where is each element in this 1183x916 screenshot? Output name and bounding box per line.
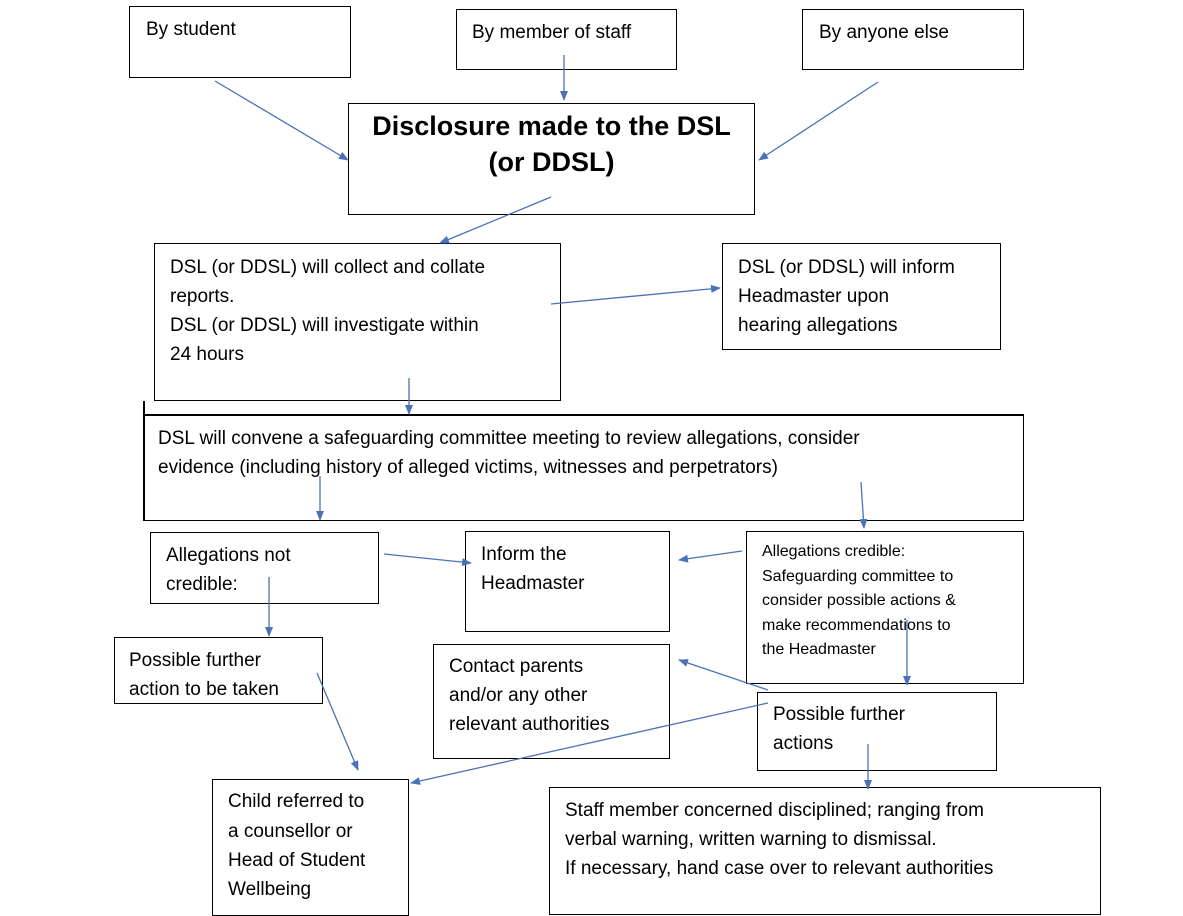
further-action-line2: action to be taken	[129, 679, 279, 700]
inform-hearing-line2: Headmaster upon	[738, 286, 890, 307]
box-collect-reports	[154, 243, 561, 401]
further-actions-line1: Possible further	[773, 704, 906, 725]
arrow-not-credible-to-inform	[383, 553, 472, 567]
collect-line1: DSL (or DDSL) will collect and collate	[170, 257, 486, 278]
staff-disciplined-line3: If necessary, hand case over to relevant…	[565, 858, 994, 879]
arrow-further-actions-to-contact	[678, 659, 769, 691]
box-credible	[746, 531, 1024, 684]
arrow-committee-to-credible	[859, 481, 868, 529]
box-further-action	[114, 637, 323, 704]
box-by-student	[129, 6, 351, 78]
box-child-referred	[212, 779, 409, 916]
not-credible-line2: credible:	[166, 574, 238, 595]
contact-parents-line2: and/or any other	[449, 685, 588, 706]
box-disclosure	[348, 103, 755, 215]
disclosure-title-line2: (or DDSL)	[488, 147, 615, 177]
child-referred-line3: Head of Student	[228, 850, 366, 871]
arrow-anyone-to-disclosure	[758, 81, 879, 161]
contact-parents-line3: relevant authorities	[449, 714, 610, 735]
arrow-further-actions-to-child	[410, 702, 769, 785]
disclosure-title-line1: Disclosure made to the DSL	[372, 111, 731, 141]
box-inform-headmaster	[465, 531, 670, 632]
box-by-anyone	[802, 9, 1024, 70]
contact-parents-line1: Contact parents	[449, 656, 584, 677]
credible-line2: Safeguarding committee to	[762, 568, 954, 585]
committee-bracket-tick	[143, 414, 154, 416]
committee-line1: DSL will convene a safeguarding committe…	[158, 428, 860, 449]
credible-line1: Allegations credible:	[762, 543, 906, 560]
credible-line3: consider possible actions &	[762, 592, 956, 609]
committee-top-border	[154, 414, 1024, 416]
not-credible-line1: Allegations not	[166, 545, 291, 566]
arrow-collect-to-inform	[550, 284, 721, 305]
by-anyone-label: By anyone else	[819, 22, 949, 43]
box-committee	[143, 414, 1024, 521]
box-inform-head-on-hearing	[722, 243, 1001, 350]
arrow-disclosure-to-collect	[439, 196, 552, 244]
staff-disciplined-line1: Staff member concerned disciplined; rang…	[565, 800, 984, 821]
collect-line2: reports.	[170, 286, 235, 307]
credible-line4: make recommendations to	[762, 617, 951, 634]
child-referred-line2: a counsellor or	[228, 821, 353, 842]
arrow-credible-to-inform	[678, 550, 743, 563]
staff-disciplined-line2: verbal warning, written warning to dismi…	[565, 829, 937, 850]
further-actions-line2: actions	[773, 733, 834, 754]
arrow-student-to-disclosure	[214, 80, 349, 161]
box-further-actions	[757, 692, 997, 771]
arrow-further-action-to-child	[316, 672, 359, 771]
further-action-clip: Possible further action to be taken	[114, 637, 323, 703]
inform-hearing-line3: hearing allegations	[738, 315, 898, 336]
box-not-credible	[150, 532, 379, 604]
inform-headmaster-line2: Headmaster	[481, 573, 585, 594]
further-action-line1: Possible further	[129, 650, 262, 671]
box-by-staff	[456, 9, 677, 70]
box-contact-parents	[433, 644, 670, 759]
by-student-label: By student	[146, 19, 236, 40]
by-staff-label: By member of staff	[472, 22, 632, 43]
committee-line2: evidence (including history of alleged v…	[158, 457, 778, 478]
inform-headmaster-line1: Inform the	[481, 544, 567, 565]
inform-hearing-line1: DSL (or DDSL) will inform	[738, 257, 955, 278]
collect-line3: DSL (or DDSL) will investigate within	[170, 315, 479, 336]
collect-line4: 24 hours	[170, 344, 244, 365]
committee-left-border	[143, 401, 145, 521]
credible-line5: the Headmaster	[762, 641, 876, 658]
box-staff-disciplined	[549, 787, 1101, 915]
child-referred-line1: Child referred to	[228, 791, 365, 812]
child-referred-line4: Wellbeing	[228, 879, 312, 900]
